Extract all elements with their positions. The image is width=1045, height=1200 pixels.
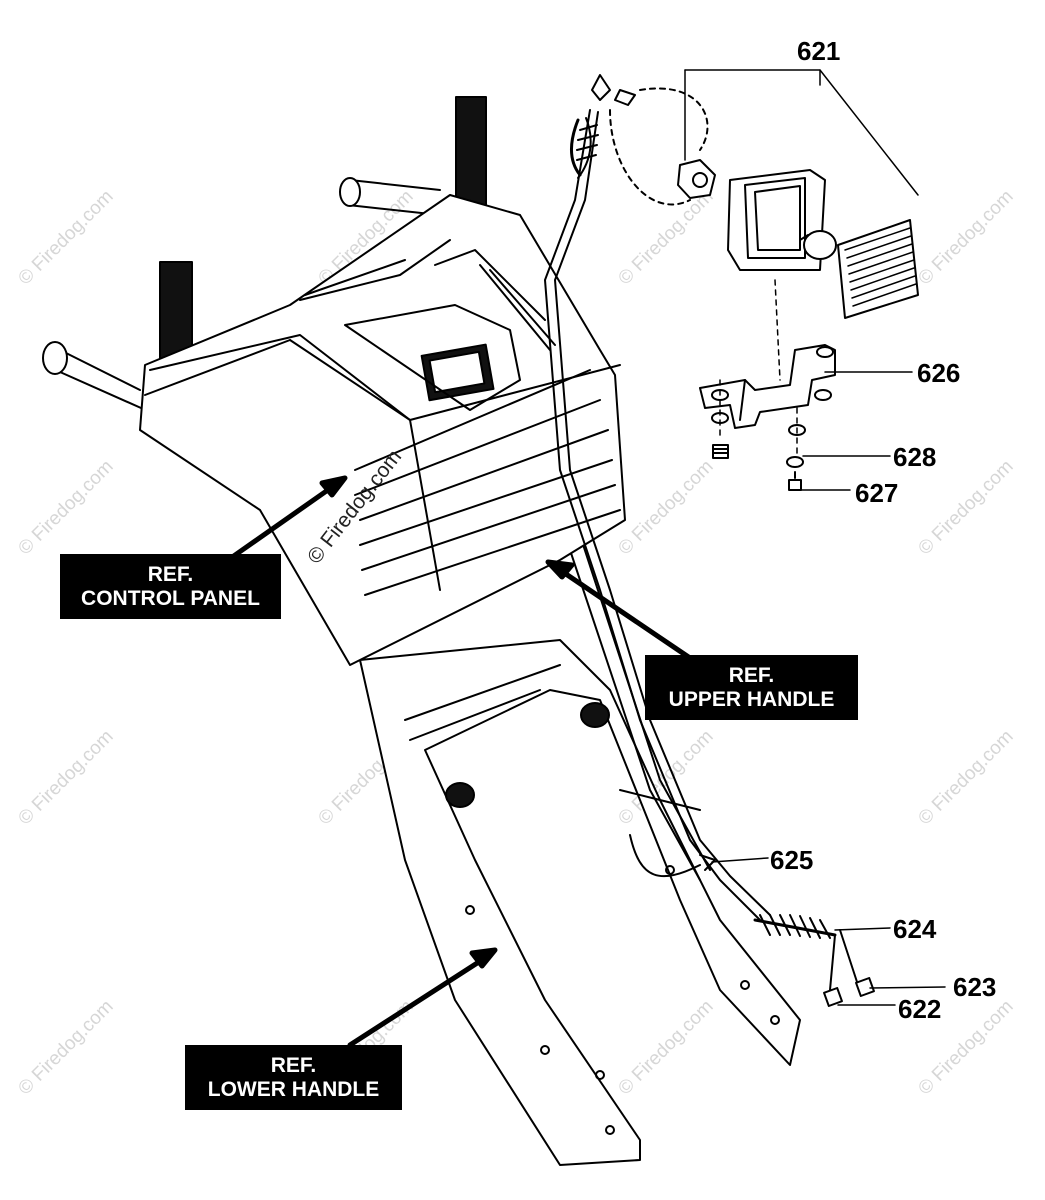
callout-626: 626 <box>917 358 961 388</box>
reference-arrows <box>225 475 693 1048</box>
light-housing <box>727 169 837 271</box>
ref-upper-handle-line2: UPPER HANDLE <box>668 688 835 711</box>
lower-handle <box>359 639 801 1166</box>
wire-harness <box>544 74 875 1007</box>
lens <box>837 219 919 319</box>
bracket <box>699 344 836 436</box>
callout-622: 622 <box>898 994 942 1024</box>
callout-627: 627 <box>855 478 899 508</box>
ref-lower-handle-line1: REF. <box>270 1054 317 1077</box>
right-post <box>455 96 487 208</box>
callout-621: 621 <box>797 36 841 66</box>
ref-lower-handle-box: REF. LOWER HANDLE <box>185 1045 402 1110</box>
ref-upper-handle-box: REF. UPPER HANDLE <box>645 655 858 720</box>
light-socket <box>677 159 716 199</box>
bumper <box>445 782 475 808</box>
bumper <box>580 702 610 728</box>
control-panel <box>139 194 626 666</box>
ref-control-panel-box: REF. CONTROL PANEL <box>60 554 281 619</box>
ref-upper-handle-line1: REF. <box>728 664 775 687</box>
callout-624: 624 <box>893 914 937 944</box>
ref-lower-handle-line2: LOWER HANDLE <box>207 1078 380 1101</box>
screws <box>712 444 804 491</box>
ref-control-panel-line2: CONTROL PANEL <box>81 587 260 610</box>
callout-628: 628 <box>893 442 937 472</box>
leader-lines <box>711 371 946 1006</box>
alignment-lines <box>719 279 798 456</box>
ref-control-panel-line1: REF. <box>147 563 194 586</box>
callout-625: 625 <box>770 845 814 875</box>
callout-623: 623 <box>953 972 997 1002</box>
